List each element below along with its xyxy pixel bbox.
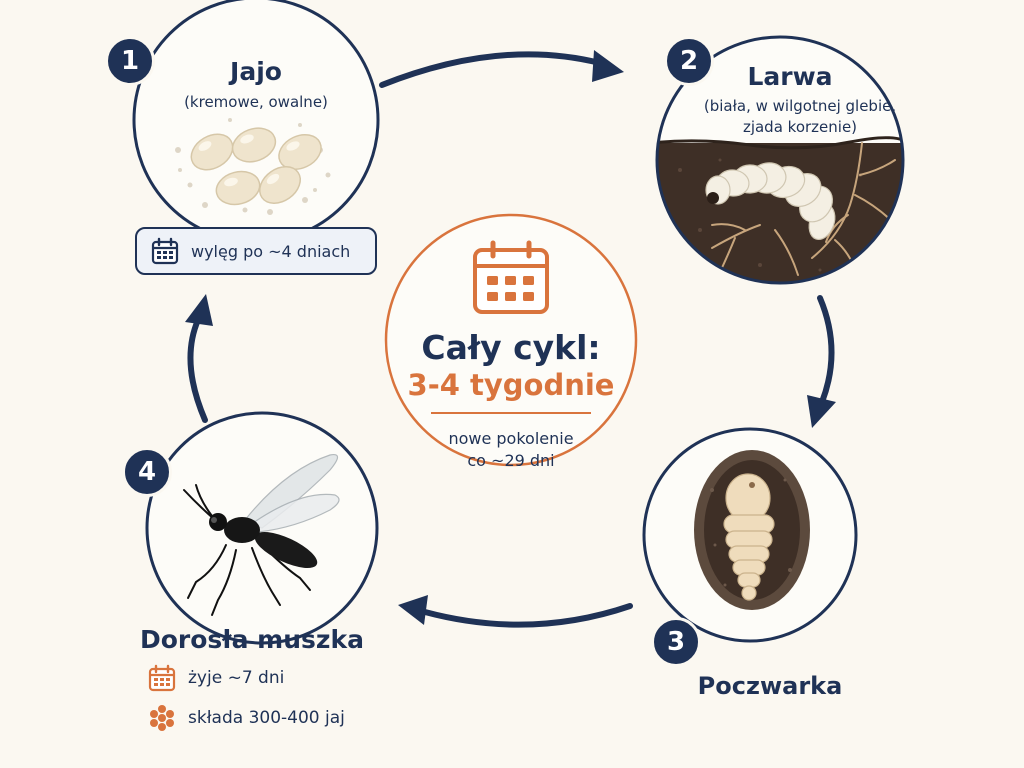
summary-title: Cały cykl: (421, 328, 601, 367)
stage-number-badge-1: 1 (105, 36, 155, 86)
calendar-icon (148, 664, 176, 692)
arrow-pupa-to-adult-head (398, 595, 428, 625)
arrow-egg-to-larva-head (592, 50, 624, 82)
stage-larva-subtitle-line-2: zjada korzenie) (742, 118, 858, 136)
stage-adult-title: Dorosła muszka (140, 625, 364, 654)
pupa-illustration (694, 450, 810, 610)
arrow-adult-to-egg (187, 317, 208, 423)
stage-adult-circle (145, 411, 379, 645)
adult-lifespan-text: żyje ~7 dni (188, 668, 285, 688)
egg-cluster-icon (150, 705, 174, 731)
stage-egg-title: Jajo (230, 57, 282, 86)
stage-number-badge-2: 2 (664, 36, 714, 86)
stage-pupa-title: Poczwarka (697, 672, 843, 700)
calendar-icon (473, 240, 549, 314)
arrow-larva-to-pupa (817, 295, 835, 405)
egg-illustration (175, 118, 331, 215)
summary-duration: 3-4 tygodnie (407, 368, 615, 402)
stage-egg-circle (132, 0, 380, 244)
adult-eggs-info: składa 300-400 jaj (148, 704, 345, 732)
stage-number-badge-3: 3 (651, 617, 701, 667)
arrow-adult-to-egg-head (185, 294, 213, 326)
larva-illustration (657, 136, 903, 283)
cycle-summary: Cały cykl: 3-4 tygodnie nowe pokolenie c… (383, 212, 639, 470)
cycle-arrows (185, 50, 836, 628)
gnat-abdomen (254, 531, 318, 569)
egg-hatch-text: wylęg po ~4 dniach (191, 241, 351, 261)
egg-hatch-info: wylęg po ~4 dniach (135, 227, 377, 275)
adult-gnat-illustration (183, 453, 340, 616)
summary-note-line-2: co ~29 dni (467, 451, 555, 470)
arrow-pupa-to-adult (422, 603, 633, 628)
calendar-icon (151, 237, 179, 265)
stage-egg-subtitle: (kremowe, owalne) (184, 93, 328, 111)
pupa-body (723, 473, 775, 601)
larva-body (705, 162, 836, 241)
stage-pupa-circle (642, 427, 858, 643)
adult-lifespan-info: żyje ~7 dni (148, 664, 284, 692)
stage-larva-subtitle-line-1: (biała, w wilgotnej glebie, (703, 97, 897, 115)
adult-eggs-text: składa 300-400 jaj (188, 708, 345, 728)
summary-note-line-1: nowe pokolenie (448, 429, 574, 448)
stage-larva-title: Larwa (747, 62, 833, 91)
arrow-egg-to-larva (379, 51, 603, 88)
stage-number-badge-4: 4 (122, 447, 172, 497)
arrow-larva-to-pupa-head (807, 395, 836, 428)
summary-circle (384, 213, 638, 467)
